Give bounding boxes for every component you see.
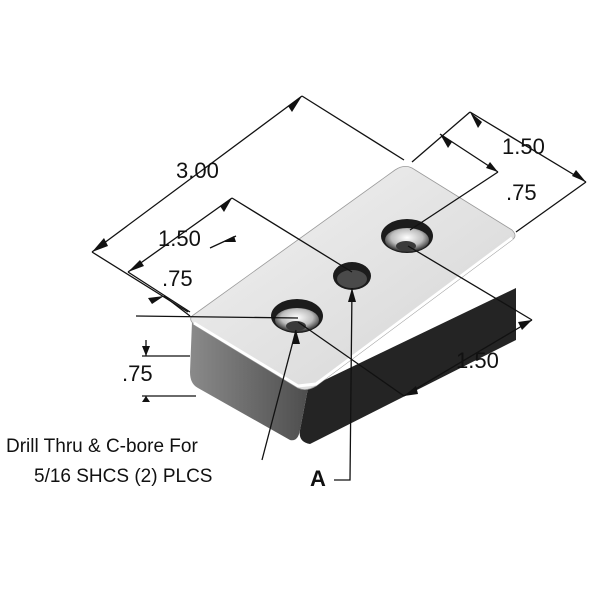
block-body: [190, 166, 516, 444]
block-front-face: [299, 288, 516, 444]
dim-left-width: 1.50: [158, 226, 201, 251]
hole-center: [333, 262, 371, 290]
center-hole-callout: A: [310, 466, 326, 491]
hole-note-line1: Drill Thru & C-bore For: [6, 436, 198, 457]
leader-lines: [261, 287, 356, 481]
hole-right: [381, 219, 433, 253]
dim-top-right-half: .75: [506, 180, 537, 205]
edge-highlight: [193, 236, 513, 388]
dim-overall-length: 3.00: [176, 158, 219, 183]
hole-left: [271, 299, 323, 333]
block-left-face: [190, 322, 308, 441]
dim-thickness: .75: [122, 361, 153, 386]
hole-note-line2: 5/16 SHCS (2) PLCS: [34, 466, 212, 487]
dimension-lines: [91, 95, 587, 402]
dim-bottom-spacing: 1.50: [456, 348, 499, 373]
dim-top-right-width: 1.50: [502, 134, 545, 159]
dim-left-half: .75: [162, 266, 193, 291]
